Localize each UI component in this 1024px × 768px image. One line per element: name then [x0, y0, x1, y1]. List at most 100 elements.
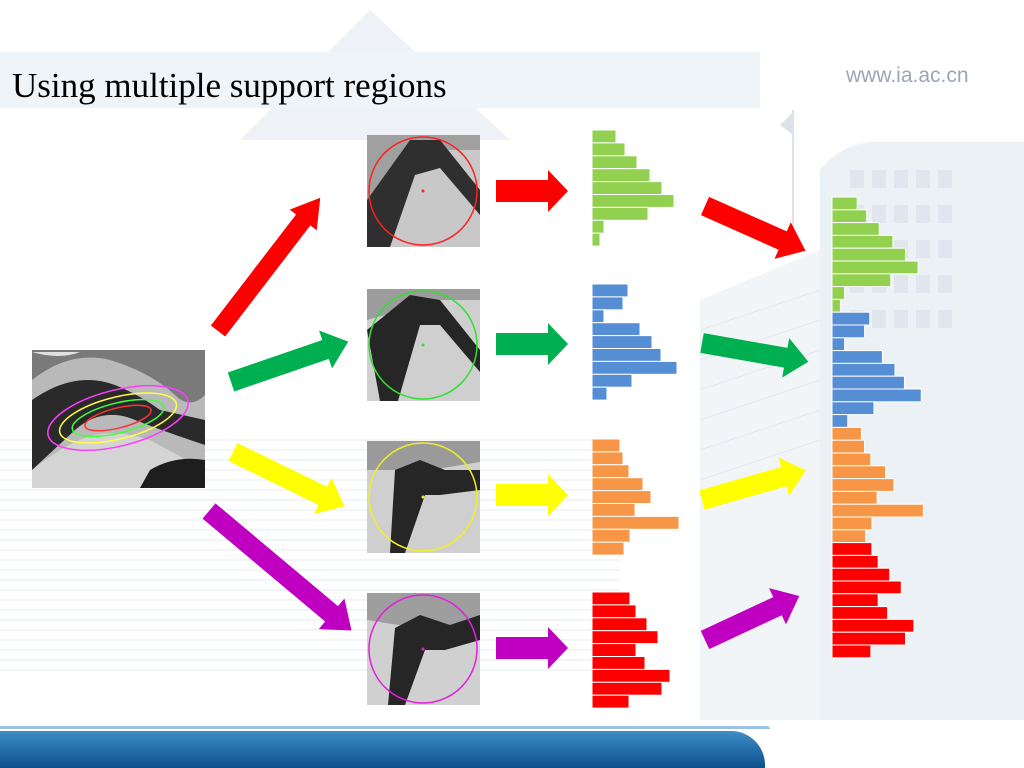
combined-orange-bar	[831, 478, 895, 492]
orange-histogram-bar	[591, 503, 636, 517]
green-histogram-bar	[591, 129, 617, 144]
arrow-source-to-yellow-patch	[228, 443, 345, 514]
combined-red-bar	[831, 618, 915, 633]
arrow-red-histogram-to-combined	[700, 588, 800, 650]
combined-blue-bar	[831, 388, 922, 403]
green-histogram-bar	[591, 168, 651, 183]
combined-red-bar	[831, 542, 873, 556]
combined-orange-bar	[831, 426, 862, 441]
combined-green-bar	[831, 273, 892, 288]
purple-region-patch	[367, 593, 480, 705]
orange-histogram-bar	[591, 490, 652, 505]
combined-orange-bar	[831, 516, 873, 531]
combined-red-bar	[831, 567, 891, 582]
arrow-red-patch-to-histogram	[496, 170, 568, 212]
orange-region-histogram	[591, 438, 680, 556]
arrow-source-to-green-patch	[227, 330, 349, 392]
red-histogram-bar	[591, 656, 646, 670]
green-histogram-bar	[591, 194, 675, 208]
combined-blue-bar	[831, 401, 875, 416]
orange-histogram-bar	[591, 528, 631, 543]
red-histogram-bar	[591, 694, 630, 709]
blue-histogram-bar	[591, 373, 633, 388]
green-histogram-bar	[591, 206, 649, 221]
green-region-ellipse	[71, 398, 165, 438]
combined-blue-bar	[831, 375, 905, 390]
orange-histogram-bar	[591, 477, 644, 492]
footer-bar	[0, 731, 765, 768]
blue-histogram-bar	[591, 283, 629, 298]
green-histogram-bar	[591, 155, 638, 170]
combined-orange-bar	[831, 529, 867, 544]
combined-blue-bar	[831, 350, 883, 364]
blue-histogram-bar	[591, 386, 608, 401]
combined-red-bar	[831, 554, 879, 569]
arrow-source-to-purple-patch	[202, 503, 352, 631]
footer-accent-line	[0, 726, 770, 729]
red-histogram-bar	[591, 668, 671, 683]
source-image	[32, 350, 205, 488]
blue-histogram-bar	[591, 360, 678, 375]
red-region-histogram	[591, 591, 671, 709]
combined-blue-bar	[831, 324, 866, 339]
red-region-patch	[367, 135, 480, 247]
slide-title: Using multiple support regions	[12, 66, 447, 105]
combined-green-bar	[831, 247, 906, 262]
orange-histogram-bar	[591, 438, 621, 453]
arrow-blue-histogram-to-combined	[700, 333, 809, 378]
blue-histogram-bar	[591, 296, 624, 311]
green-histogram-bar	[591, 142, 626, 157]
combined-orange-bar	[831, 465, 887, 480]
combined-descriptor-histogram	[831, 196, 924, 659]
combined-blue-bar	[831, 414, 849, 428]
red-histogram-bar	[591, 681, 663, 696]
blue-histogram-bar	[591, 322, 641, 337]
red-histogram-bar	[591, 591, 631, 606]
orange-histogram-bar	[591, 451, 624, 466]
purple-region-ellipse	[47, 384, 189, 452]
green-region-patch	[367, 289, 480, 401]
combined-green-bar	[831, 298, 841, 313]
yellow-region-patch	[367, 441, 480, 553]
blue-region-histogram	[591, 283, 678, 401]
combined-green-bar	[831, 222, 880, 236]
red-histogram-bar	[591, 630, 659, 645]
website-url: www.ia.ac.cn	[846, 64, 969, 87]
orange-histogram-bar	[591, 464, 630, 479]
combined-green-bar	[831, 260, 919, 275]
combined-red-bar	[831, 644, 872, 659]
arrow-orange-histogram-to-combined	[699, 457, 806, 510]
combined-orange-bar	[831, 452, 872, 467]
arrow-purple-patch-to-histogram	[496, 627, 568, 669]
combined-red-bar	[831, 580, 902, 595]
combined-green-bar	[831, 234, 894, 249]
combined-orange-bar	[831, 490, 878, 505]
red-region-ellipse	[84, 404, 152, 432]
combined-orange-bar	[831, 503, 924, 518]
combined-blue-bar	[831, 311, 871, 326]
green-histogram-bar	[591, 181, 663, 196]
combined-blue-bar	[831, 337, 846, 352]
red-histogram-bar	[591, 604, 637, 619]
green-histogram-bar	[591, 232, 601, 247]
orange-histogram-bar	[591, 515, 680, 530]
combined-blue-bar	[831, 362, 896, 377]
arrow-source-to-red-patch	[210, 197, 321, 337]
arrow-yellow-patch-to-histogram	[496, 474, 568, 516]
arrow-green-histogram-to-combined	[700, 196, 806, 259]
orange-histogram-bar	[591, 541, 625, 556]
arrow-green-patch-to-histogram	[496, 323, 568, 365]
yellow-region-ellipse	[58, 392, 178, 444]
combined-green-bar	[831, 209, 868, 224]
blue-histogram-bar	[591, 335, 653, 350]
red-histogram-bar	[591, 643, 637, 657]
combined-green-bar	[831, 196, 858, 211]
blue-histogram-bar	[591, 309, 605, 324]
green-histogram-bar	[591, 219, 605, 234]
red-histogram-bar	[591, 617, 648, 632]
combined-green-bar	[831, 286, 846, 300]
combined-red-bar	[831, 593, 879, 608]
combined-orange-bar	[831, 439, 866, 454]
green-region-histogram	[591, 129, 675, 247]
